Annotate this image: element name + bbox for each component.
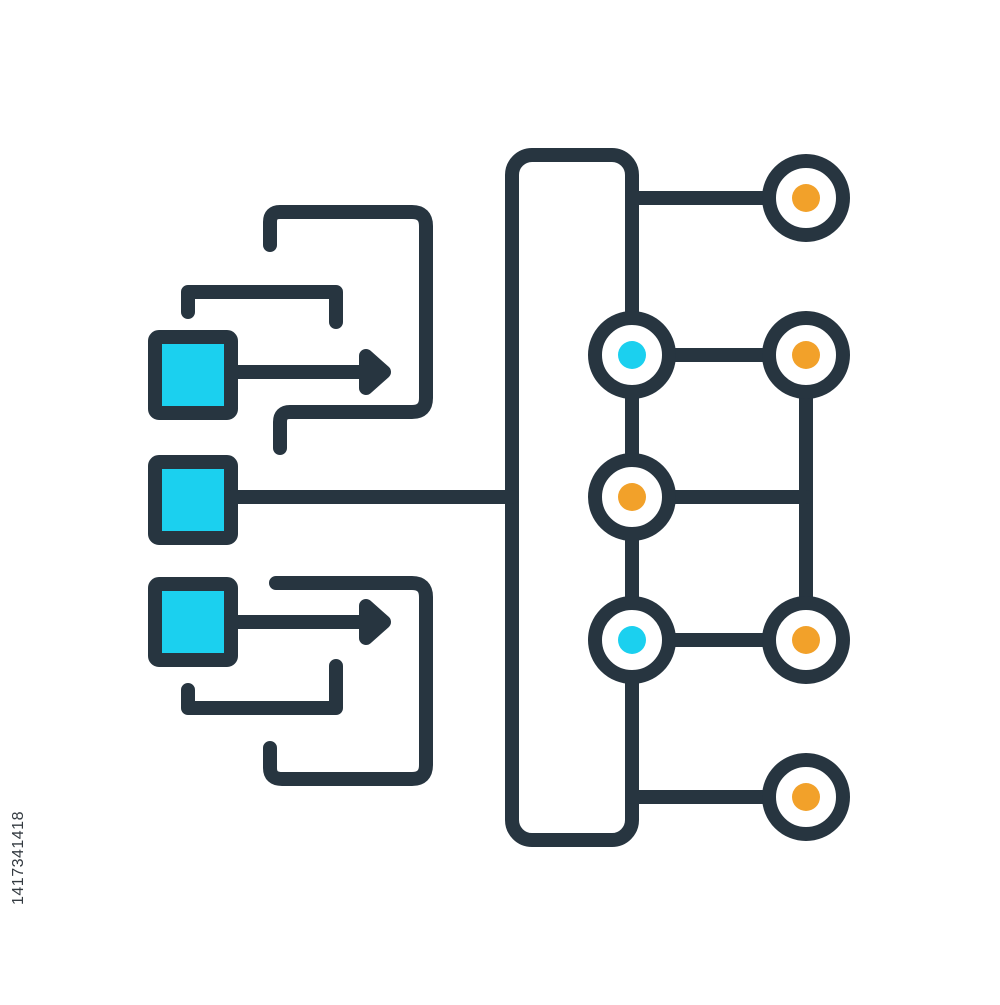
top-inner-bracket [181, 285, 343, 329]
node-right-4-dot [792, 783, 820, 811]
node-right-1-dot [792, 184, 820, 212]
input-square-bottom [148, 577, 238, 667]
branch-bottom [625, 676, 773, 804]
node-left-3-dot [618, 626, 646, 654]
input-square-middle [148, 455, 238, 545]
top-arrow-head [359, 349, 391, 395]
node-right-2-dot [792, 341, 820, 369]
node-left-1-dot [618, 341, 646, 369]
bottom-arrow-head [359, 599, 391, 645]
input-square-top [148, 330, 238, 420]
bottom-inner-bracket [181, 659, 343, 715]
top-outer-bracket [263, 205, 433, 455]
stock-id-text: 1417341418 [10, 811, 27, 905]
node-left-2-dot [618, 483, 646, 511]
bottom-outer-bracket [263, 576, 433, 786]
node-right-3-dot [792, 626, 820, 654]
branch-top [625, 191, 777, 325]
node-group [588, 154, 850, 841]
